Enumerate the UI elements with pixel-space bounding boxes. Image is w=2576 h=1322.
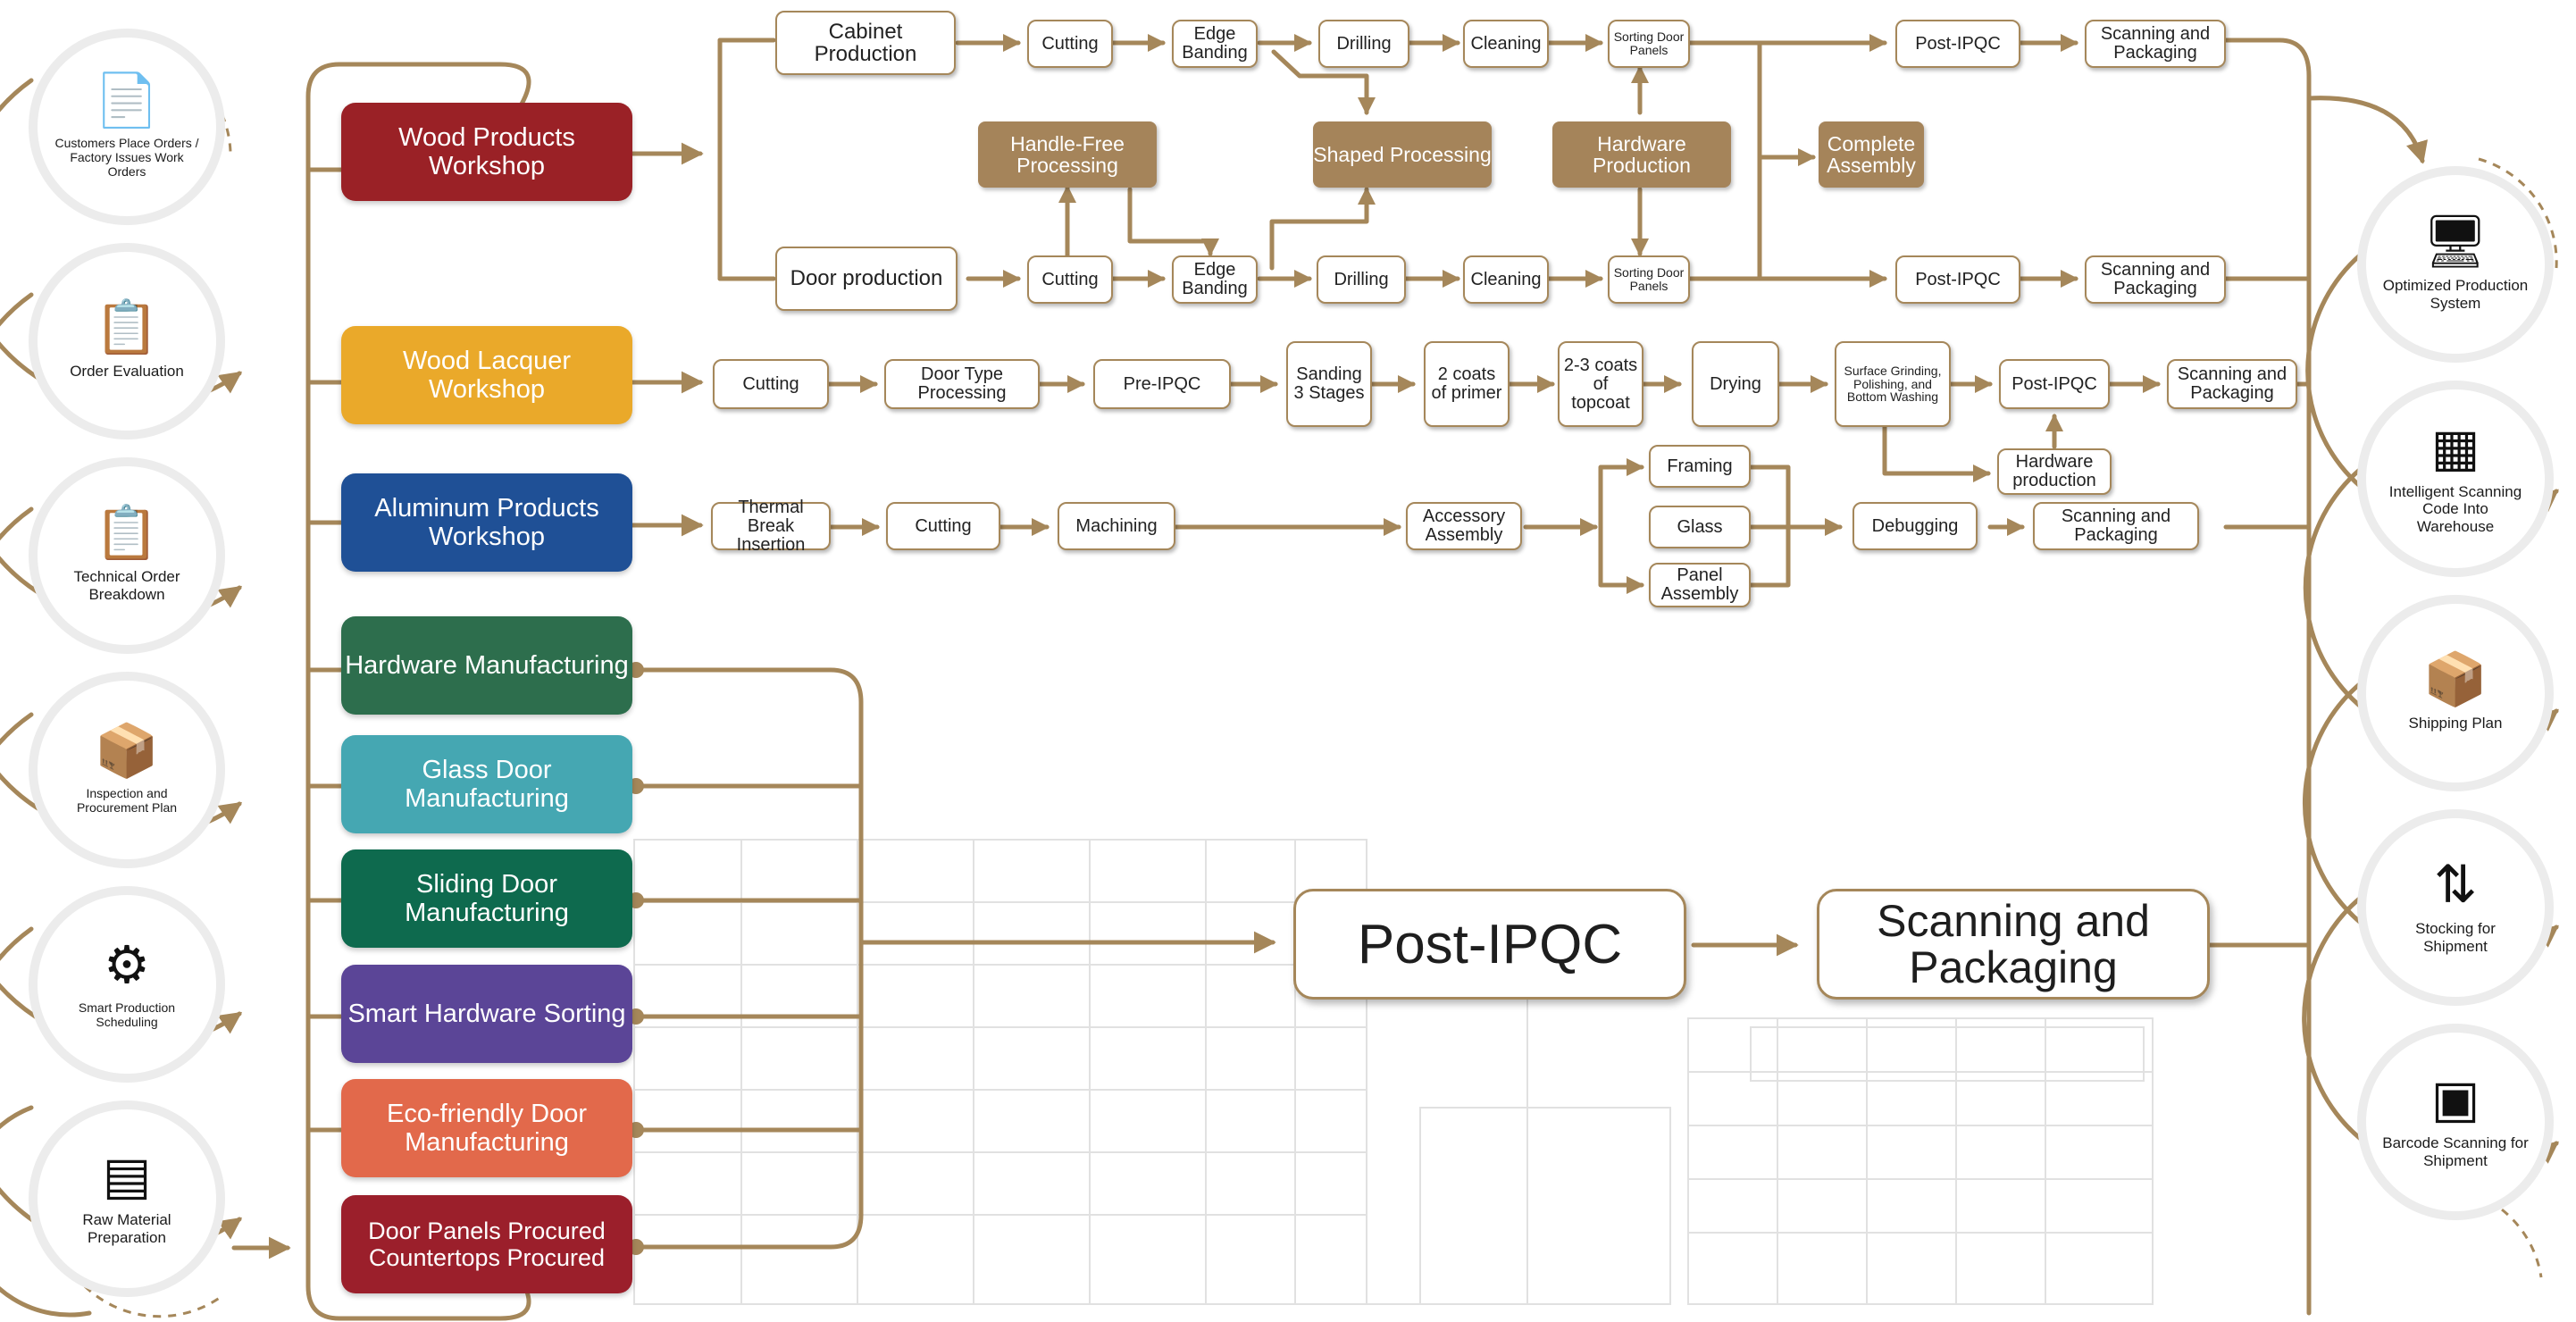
cabinet-cutting: Cutting xyxy=(1027,20,1113,68)
lacquer-topcoat: 2-3 coats of topcoat xyxy=(1558,341,1643,427)
box-check-icon: 📦 xyxy=(2422,650,2488,709)
lacquer-surface-grinding: Surface Grinding, Polishing, and Bottom … xyxy=(1835,341,1951,427)
alu-debugging: Debugging xyxy=(1853,502,1978,550)
cabinet-drilling: Drilling xyxy=(1318,20,1409,68)
step-raw-material: ▤ Raw Material Preparation xyxy=(38,1109,216,1288)
alu-glass: Glass xyxy=(1649,506,1751,548)
step-procurement-plan: 📦 Inspection and Procurement Plan xyxy=(38,681,216,859)
workshop-wood-lacquer: Wood Lacquer Workshop xyxy=(341,326,632,424)
cabinet-post-ipqc: Post-IPQC xyxy=(1895,20,2020,68)
lacquer-door-type: Door Type Processing xyxy=(884,359,1040,409)
workshop-smart-hardware: Smart Hardware Sorting xyxy=(341,965,632,1063)
step-label: Barcode Scanning for Shipment xyxy=(2382,1134,2529,1169)
step-label: Customers Place Orders / Factory Issues … xyxy=(54,135,199,180)
workshop-wood-products: Wood Products Workshop xyxy=(341,103,632,201)
door-cleaning: Cleaning xyxy=(1463,255,1549,304)
step-barcode-scanning: ▣ Barcode Scanning for Shipment xyxy=(2366,1033,2545,1211)
step-label: Inspection and Procurement Plan xyxy=(76,785,178,815)
monitor-gear-icon: 🖥 xyxy=(2422,213,2488,272)
step-label: Shipping Plan xyxy=(2408,715,2503,732)
door-production: Door production xyxy=(775,247,958,311)
step-label: Optimized Production System xyxy=(2382,277,2529,312)
step-label: Raw Material Preparation xyxy=(82,1211,171,1246)
shaped-processing: Shaped Processing xyxy=(1313,121,1492,188)
step-intelligent-scanning: ▦ Intelligent Scanning Code Into Warehou… xyxy=(2366,389,2545,568)
complete-assembly: Complete Assembly xyxy=(1819,121,1924,188)
lacquer-sanding: Sanding 3 Stages xyxy=(1286,341,1372,427)
step-optimized-production: 🖥 Optimized Production System xyxy=(2366,175,2545,354)
robot-arm-conveyor-icon: ⚙ xyxy=(104,935,150,994)
door-scanning: Scanning and Packaging xyxy=(2085,255,2226,304)
material-stack-icon: ▤ xyxy=(102,1147,152,1206)
lacquer-primer: 2 coats of primer xyxy=(1424,341,1510,427)
workshop-procured: Door Panels Procured Countertops Procure… xyxy=(341,1195,632,1293)
step-label: Technical Order Breakdown xyxy=(73,568,180,603)
alu-framing: Framing xyxy=(1649,445,1751,488)
cabinet-sorting: Sorting Door Panels xyxy=(1608,20,1690,68)
lacquer-cutting: Cutting xyxy=(713,359,829,409)
step-work-orders: 📄 Customers Place Orders / Factory Issue… xyxy=(38,38,216,216)
door-post-ipqc: Post-IPQC xyxy=(1895,255,2020,304)
step-label: Order Evaluation xyxy=(70,363,184,381)
lacquer-drying: Drying xyxy=(1692,341,1779,427)
alu-scanning: Scanning and Packaging xyxy=(2033,502,2199,550)
alu-cutting: Cutting xyxy=(886,502,1000,550)
step-label: Smart Production Scheduling xyxy=(78,1000,176,1029)
clipboard-check-icon: 📋 xyxy=(94,504,160,563)
step-shipping-plan: 📦 Shipping Plan xyxy=(2366,604,2545,782)
handle-free-processing: Handle-Free Processing xyxy=(978,121,1157,188)
step-smart-scheduling: ⚙ Smart Production Scheduling xyxy=(38,895,216,1074)
cabinet-cleaning: Cleaning xyxy=(1463,20,1549,68)
step-label: Stocking for Shipment xyxy=(2415,920,2496,955)
final-scanning-packaging: Scanning and Packaging xyxy=(1817,889,2210,1000)
door-cutting: Cutting xyxy=(1027,255,1113,304)
lacquer-scanning: Scanning and Packaging xyxy=(2167,359,2297,409)
door-sorting: Sorting Door Panels xyxy=(1608,255,1690,304)
step-label: Intelligent Scanning Code Into Warehouse xyxy=(2388,482,2522,535)
workshop-glass-door: Glass Door Manufacturing xyxy=(341,735,632,833)
workshop-aluminum: Aluminum Products Workshop xyxy=(341,473,632,572)
barcode-scan-icon: ▣ xyxy=(2430,1070,2480,1129)
door-edge-banding: Edge Banding xyxy=(1172,255,1258,304)
alu-accessory-assembly: Accessory Assembly xyxy=(1406,502,1522,550)
alu-panel-assembly: Panel Assembly xyxy=(1649,563,1751,607)
building-sketch-background xyxy=(633,839,2154,1305)
warehouse-shelf-icon: ▦ xyxy=(2430,418,2480,477)
alu-machining: Machining xyxy=(1058,502,1175,550)
cabinet-production: Cabinet Production xyxy=(775,11,956,75)
step-stocking-shipment: ⇅ Stocking for Shipment xyxy=(2366,818,2545,997)
final-post-ipqc: Post-IPQC xyxy=(1293,889,1686,1000)
lacquer-post-ipqc: Post-IPQC xyxy=(1999,359,2110,409)
cabinet-edge-banding: Edge Banding xyxy=(1172,20,1258,68)
workshop-sliding-door: Sliding Door Manufacturing xyxy=(341,849,632,948)
package-check-icon: 📦 xyxy=(94,721,160,780)
workshop-eco-door: Eco-friendly Door Manufacturing xyxy=(341,1079,632,1177)
alu-thermal-break: Thermal Break Insertion xyxy=(711,498,831,554)
lacquer-pre-ipqc: Pre-IPQC xyxy=(1093,359,1231,409)
door-drilling: Drilling xyxy=(1317,255,1406,304)
step-technical-breakdown: 📋 Technical Order Breakdown xyxy=(38,466,216,645)
step-order-evaluation: 📋 Order Evaluation xyxy=(38,252,216,431)
document-check-icon: 📋 xyxy=(94,298,160,357)
lacquer-hardware-production: Hardware production xyxy=(1997,448,2112,495)
cabinet-scanning: Scanning and Packaging xyxy=(2085,20,2226,68)
transfer-arrows-icon: ⇅ xyxy=(2433,856,2478,915)
hardware-production: Hardware Production xyxy=(1552,121,1731,188)
workshop-hardware: Hardware Manufacturing xyxy=(341,616,632,715)
download-document-icon: 📄 xyxy=(94,71,160,130)
